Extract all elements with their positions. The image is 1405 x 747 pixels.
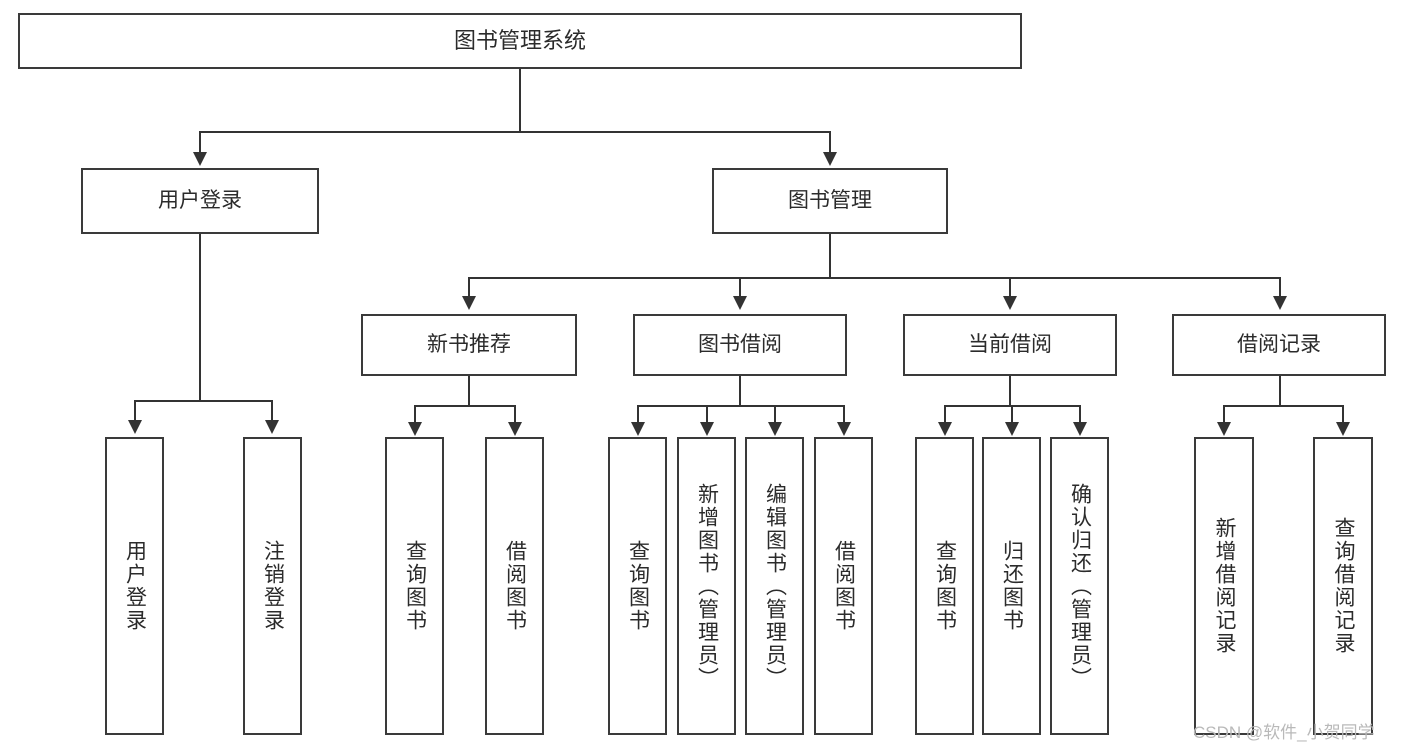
connector-book-borrow-to-leaf-3: [774, 405, 776, 423]
node-current-borrow[interactable]: 当前借阅: [903, 314, 1117, 376]
connector-user-login-stem: [199, 234, 201, 401]
connector-book-borrow-to-leaf-4: [843, 405, 845, 423]
node-label: 借阅图书: [832, 540, 856, 632]
leaf-confirm-return-admin[interactable]: 确认归还（管理员）: [1050, 437, 1109, 735]
leaf-query-borrow-record[interactable]: 查询借阅记录: [1313, 437, 1373, 735]
arrowhead-book-borrow-to-leaf-3: [768, 422, 782, 436]
connector-book-borrow-stem: [739, 376, 741, 406]
arrowhead-borrow-records-to-leaf-1: [1217, 422, 1231, 436]
arrowhead-new-book-to-leaf-1: [408, 422, 422, 436]
node-label: 编辑图书（管理员）: [763, 482, 787, 690]
node-label: 当前借阅: [968, 332, 1052, 356]
connector-borrow-records-to-leaf-2: [1342, 405, 1344, 423]
connector-root-to-user-login: [199, 131, 201, 154]
node-label: 图书管理系统: [453, 28, 586, 54]
arrowhead-current-borrow-to-leaf-1: [938, 422, 952, 436]
leaf-borrow-book[interactable]: 借阅图书: [814, 437, 873, 735]
arrowhead-user-login-to-leaf-1: [128, 420, 142, 434]
connector-current-borrow-stem: [1009, 376, 1011, 406]
leaf-edit-book-admin[interactable]: 编辑图书（管理员）: [745, 437, 804, 735]
connector-book-borrow-bus: [637, 405, 844, 407]
node-user-login[interactable]: 用户登录: [81, 168, 319, 234]
arrowhead-book-borrow-to-leaf-2: [700, 422, 714, 436]
connector-new-book-stem: [468, 376, 470, 406]
connector-user-login-bus: [134, 400, 272, 402]
arrowhead-book-mgmt-to-new-book: [462, 296, 476, 310]
arrowhead-book-borrow-to-leaf-1: [631, 422, 645, 436]
leaf-query-book-recommend[interactable]: 查询图书: [385, 437, 444, 735]
connector-user-login-to-leaf-2: [271, 400, 273, 422]
node-borrow-records[interactable]: 借阅记录: [1172, 314, 1386, 376]
connector-new-book-to-leaf-1: [414, 405, 416, 423]
node-label: 查询借阅记录: [1332, 517, 1356, 655]
arrowhead-borrow-records-to-leaf-2: [1336, 422, 1350, 436]
node-book-management[interactable]: 图书管理: [712, 168, 948, 234]
leaf-query-book-current[interactable]: 查询图书: [915, 437, 974, 735]
leaf-user-login[interactable]: 用户登录: [105, 437, 164, 735]
connector-current-borrow-to-leaf-2: [1011, 405, 1013, 423]
node-label: 查询图书: [403, 540, 427, 632]
connector-borrow-records-bus: [1223, 405, 1343, 407]
connector-root-bus: [199, 131, 831, 133]
connector-current-borrow-to-leaf-3: [1079, 405, 1081, 423]
leaf-add-borrow-record[interactable]: 新增借阅记录: [1194, 437, 1254, 735]
node-label: 新书推荐: [427, 332, 511, 356]
node-label: 查询图书: [933, 540, 957, 632]
node-label: 注销登录: [261, 540, 285, 632]
connector-root-stem: [519, 69, 521, 132]
arrowhead-book-borrow-to-leaf-4: [837, 422, 851, 436]
arrowhead-user-login-to-leaf-2: [265, 420, 279, 434]
connector-borrow-records-to-leaf-1: [1223, 405, 1225, 423]
connector-current-borrow-to-leaf-1: [944, 405, 946, 423]
node-label: 借阅记录: [1237, 332, 1321, 356]
leaf-query-book-borrow[interactable]: 查询图书: [608, 437, 667, 735]
node-book-borrow[interactable]: 图书借阅: [633, 314, 847, 376]
node-label: 归还图书: [1000, 540, 1024, 632]
node-label: 图书管理: [788, 188, 872, 212]
leaf-add-book-admin[interactable]: 新增图书（管理员）: [677, 437, 736, 735]
arrowhead-book-mgmt-to-borrow: [733, 296, 747, 310]
connector-book-mgmt-to-records: [1279, 277, 1281, 297]
arrowhead-current-borrow-to-leaf-2: [1005, 422, 1019, 436]
arrowhead-book-mgmt-to-current: [1003, 296, 1017, 310]
connector-user-login-to-leaf-1: [134, 400, 136, 422]
node-label: 新增借阅记录: [1213, 517, 1237, 655]
leaf-borrow-book-recommend[interactable]: 借阅图书: [485, 437, 544, 735]
connector-book-borrow-to-leaf-1: [637, 405, 639, 423]
connector-book-mgmt-to-new-book: [468, 277, 470, 297]
connector-book-mgmt-bus: [468, 277, 1280, 279]
node-label: 新增图书（管理员）: [695, 482, 719, 690]
arrowhead-book-mgmt-to-records: [1273, 296, 1287, 310]
node-label: 查询图书: [626, 540, 650, 632]
node-label: 用户登录: [158, 188, 242, 212]
node-label: 用户登录: [123, 540, 147, 632]
arrowhead-current-borrow-to-leaf-3: [1073, 422, 1087, 436]
connector-book-mgmt-to-current: [1009, 277, 1011, 297]
node-label: 图书借阅: [698, 332, 782, 356]
connector-book-mgmt-stem: [829, 234, 831, 278]
arrowhead-root-to-book-mgmt: [823, 152, 837, 166]
leaf-logout[interactable]: 注销登录: [243, 437, 302, 735]
connector-book-mgmt-to-borrow: [739, 277, 741, 297]
connector-new-book-to-leaf-2: [514, 405, 516, 423]
node-new-book-recommend[interactable]: 新书推荐: [361, 314, 577, 376]
arrowhead-new-book-to-leaf-2: [508, 422, 522, 436]
connector-new-book-bus: [414, 405, 515, 407]
connector-borrow-records-stem: [1279, 376, 1281, 406]
connector-book-borrow-to-leaf-2: [706, 405, 708, 423]
connector-root-to-book-mgmt: [829, 131, 831, 154]
arrowhead-root-to-user-login: [193, 152, 207, 166]
node-label: 确认归还（管理员）: [1068, 482, 1092, 690]
node-root-system[interactable]: 图书管理系统: [18, 13, 1022, 69]
leaf-return-book[interactable]: 归还图书: [982, 437, 1041, 735]
node-label: 借阅图书: [503, 540, 527, 632]
